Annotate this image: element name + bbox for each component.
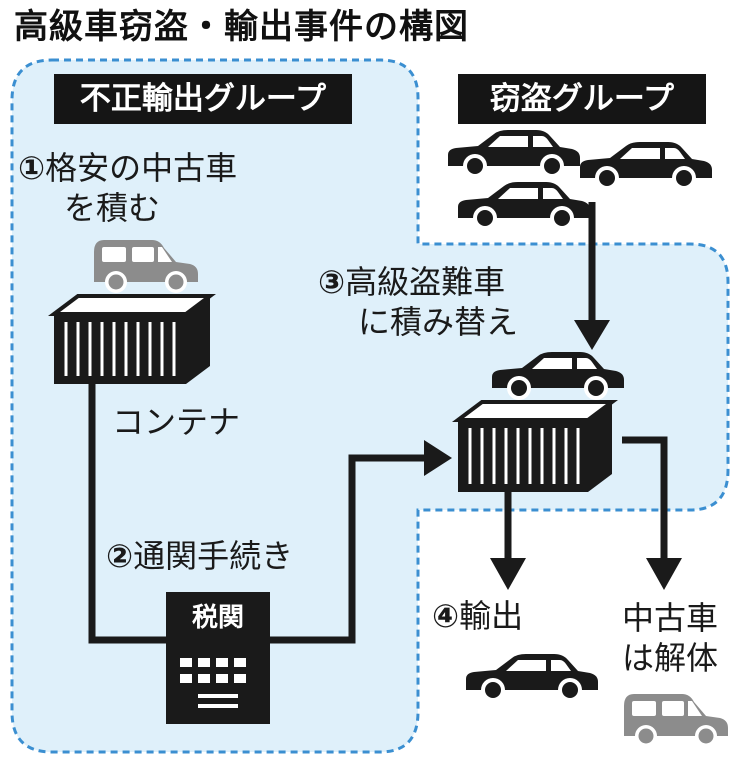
arrowhead-right xyxy=(424,440,452,476)
customs-building-icon xyxy=(166,592,270,724)
customs-label: 税関 xyxy=(191,603,244,633)
scrap-label: 中古車 は解体 xyxy=(622,598,718,678)
arrowhead-down-scrap xyxy=(646,558,682,590)
scrap-line-1: 中古車 xyxy=(622,599,719,637)
container-icon xyxy=(48,294,216,384)
step-2-label: ②通関手続き xyxy=(106,536,293,576)
step-1-line-2: を積む xyxy=(64,189,161,227)
step-4-label: ④輸出 xyxy=(432,596,523,636)
step-1-label: ①格安の中古車 を積む xyxy=(18,148,237,228)
car-icon xyxy=(466,654,598,702)
container-label: コンテナ xyxy=(112,403,241,441)
page-title: 高級車窃盗・輸出事件の構図 xyxy=(14,7,469,47)
flow-to-scrap xyxy=(622,436,668,560)
step-4-text: 輸出 xyxy=(459,597,524,635)
step-1-line-1: 格安の中古車 xyxy=(45,149,238,187)
flow-container-to-customs xyxy=(88,382,170,644)
car-icon xyxy=(458,182,590,230)
theft-group-label: 窃盗グループ xyxy=(458,74,706,124)
step-4-number: ④ xyxy=(432,597,460,635)
car-icon xyxy=(448,130,580,178)
step-3-line-2: に積み替え xyxy=(358,303,519,341)
step-2-text: 通関手続き xyxy=(133,537,294,575)
arrowhead-down-theft xyxy=(574,320,610,350)
export-group-label: 不正輸出グループ xyxy=(54,74,352,124)
step-3-line-1: 高級盗難車 xyxy=(345,263,506,301)
step-3-label: ③高級盗難車 に積み替え xyxy=(318,262,518,342)
car-icon xyxy=(580,142,712,190)
flow-lines xyxy=(88,202,668,644)
flow-customs-to-container xyxy=(264,454,428,644)
container-icon xyxy=(452,400,618,492)
step-1-number: ① xyxy=(18,149,46,187)
step-3-number: ③ xyxy=(318,263,346,301)
export-group-zone xyxy=(10,58,730,754)
scrap-line-2: は解体 xyxy=(622,639,719,677)
arrowheads xyxy=(424,320,682,590)
arrowhead-down-export xyxy=(490,558,526,590)
van-icon xyxy=(624,694,728,747)
step-2-number: ② xyxy=(106,537,134,575)
